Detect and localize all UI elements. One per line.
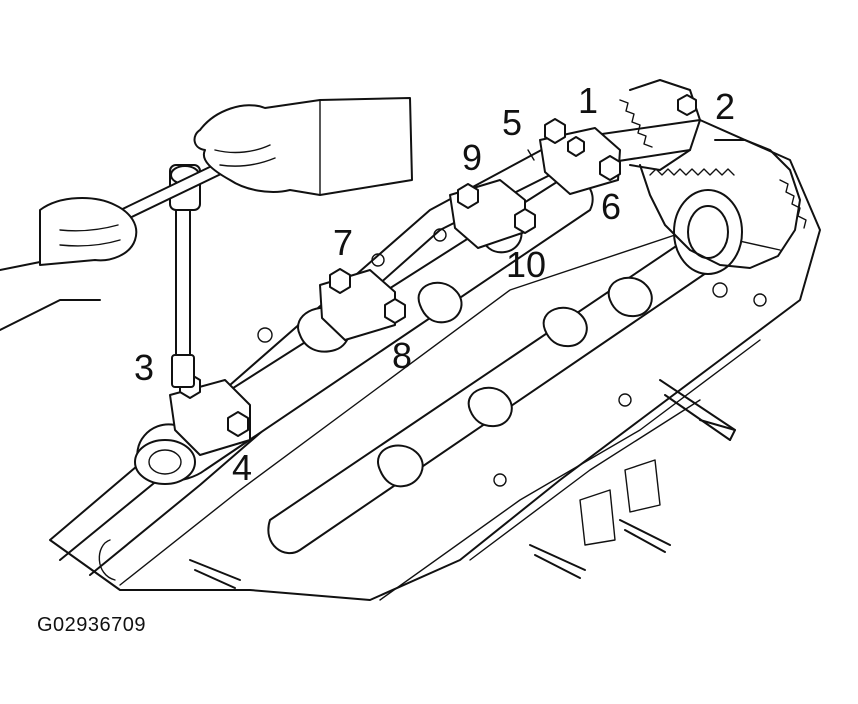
callout-6: 6 [601, 186, 621, 227]
callout-2: 2 [715, 86, 735, 127]
cylinder-head [49, 119, 821, 601]
exhaust-camshaft [267, 189, 743, 555]
callout-9: 9 [462, 137, 482, 178]
callout-10: 10 [506, 244, 546, 285]
callout-7: 7 [333, 222, 353, 263]
bolt-10 [514, 208, 536, 234]
bolt-2 [677, 94, 697, 116]
callout-1: 1 [578, 80, 598, 121]
callout-labels: 1 2 3 4 5 6 7 8 9 10 [134, 80, 735, 488]
camshaft-gears [619, 79, 807, 269]
bolt-8 [384, 298, 406, 324]
callout-5: 5 [502, 102, 522, 143]
callout-4: 4 [232, 447, 252, 488]
bolt-5 [567, 136, 585, 157]
bolt-1 [544, 118, 566, 144]
left-hand [0, 197, 138, 331]
right-hand [193, 97, 413, 196]
bolt-9 [457, 183, 479, 209]
wrench-tool [109, 149, 251, 388]
bolt-4 [227, 411, 249, 437]
bolt-6 [599, 155, 621, 181]
figure-id: G02936709 [37, 614, 146, 636]
callout-3: 3 [134, 347, 154, 388]
bolt-7 [329, 268, 351, 294]
callout-8: 8 [392, 335, 412, 376]
